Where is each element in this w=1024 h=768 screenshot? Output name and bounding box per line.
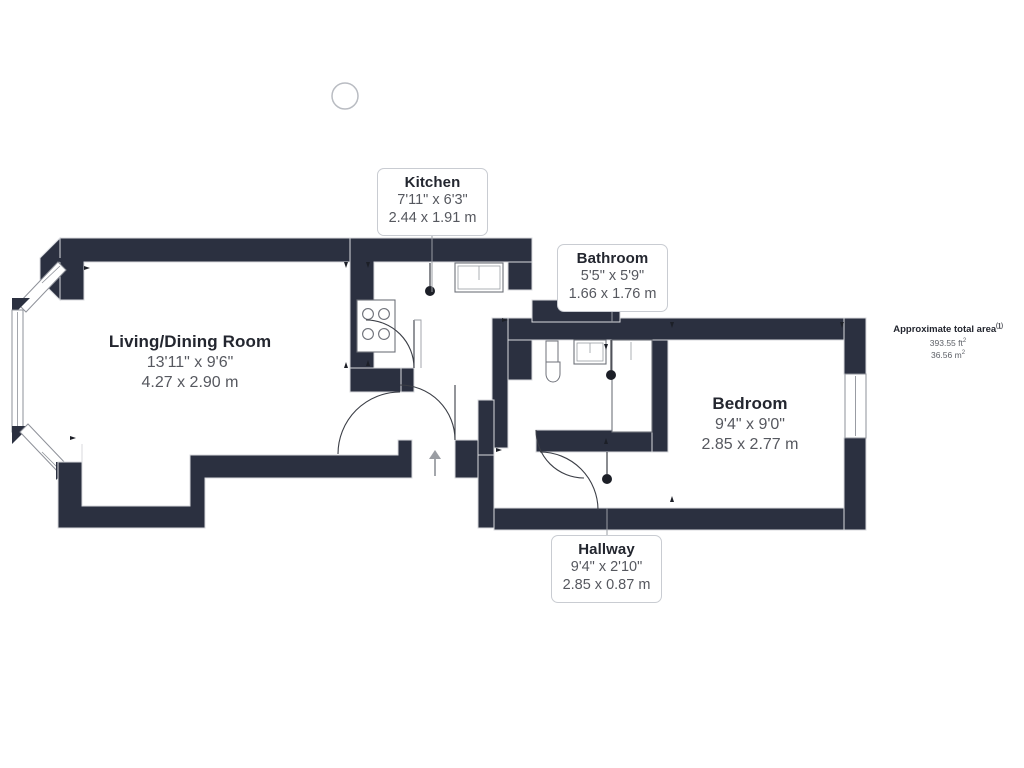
wall-structure (11, 236, 867, 531)
bathroom-label-title: Bathroom (576, 250, 649, 267)
hallway-label-title: Hallway (578, 541, 635, 558)
kitchen-right-wall-upper (507, 261, 533, 291)
bedroom-label-metric: 2.85 x 2.77 m (701, 436, 799, 454)
living-door-swing (337, 391, 401, 455)
living-dining-lower-walls (57, 439, 413, 529)
bedroom-right-wall-upper (843, 317, 867, 375)
hallway-label-metric: 2.85 x 0.87 m (562, 576, 651, 593)
bathroom-ceiling-light-icon (606, 340, 616, 380)
bedroom-label-title: Bedroom (712, 394, 788, 413)
hallway-label-imperial: 9'4" x 2'10" (570, 559, 643, 576)
bay-window-upper (17, 261, 67, 313)
total-area-imperial-unit: 2 (962, 338, 967, 345)
bedroom-label-imperial: 9'4" x 9'0" (715, 415, 785, 433)
kitchen-label-callout: Kitchen 7'11" x 6'3" 2.44 x 1.91 m (377, 168, 488, 236)
fixtures (356, 262, 653, 484)
bedroom-bottom-wall (493, 507, 867, 531)
hallway-label-callout: Hallway 9'4" x 2'10" 2.85 x 0.87 m (551, 535, 662, 603)
dimension-ticks (70, 262, 844, 502)
kitchen-label-imperial: 7'11" x 6'3" (397, 192, 468, 209)
total-area-imperial-value: 393.55 ft (929, 337, 963, 348)
compass-circle-icon (331, 82, 359, 110)
hallway-left-upper-wall (477, 399, 495, 456)
kitchen-sink-icon (454, 262, 504, 293)
kitchen-label-metric: 2.44 x 1.91 m (388, 209, 477, 226)
bathroom-bathtub-icon (611, 339, 653, 433)
kitchen-ceiling-light-icon (425, 263, 435, 296)
bedroom-right-wall-lower (843, 437, 867, 531)
bathroom-label-callout: Bathroom 5'5" x 5'9" 1.66 x 1.76 m (557, 244, 668, 312)
bathroom-basin-icon (573, 339, 607, 365)
living-dining-label-title: Living/Dining Room (108, 332, 272, 351)
bathroom-toilet-icon (545, 340, 561, 383)
bedroom-label: Bedroom 9'4" x 9'0" 2.85 x 2.77 m (675, 393, 825, 456)
kitchen-door-jamb (400, 367, 415, 393)
bay-corner-top (56, 258, 74, 276)
total-area-title: Approximate total area⑴ (884, 322, 1012, 337)
hallway-ceiling-light-icon (602, 452, 612, 484)
total-area-imperial: 393.55 ft2 (884, 337, 1012, 349)
total-area-metric-unit: 2 (961, 350, 966, 357)
hallway-corner-block (454, 439, 479, 479)
bathroom-bottom-wall (535, 429, 669, 453)
bathroom-label-imperial: 5'5" x 5'9" (580, 268, 645, 285)
bathroom-label-metric: 1.66 x 1.76 m (568, 285, 657, 302)
total-area-title-text: Approximate total area (893, 324, 997, 336)
living-dining-walls (59, 237, 351, 301)
living-dining-label: Living/Dining Room 13'11" x 9'6" 4.27 x … (80, 331, 300, 394)
doors (337, 319, 599, 511)
total-area-footnote-marker: ⑴ (996, 323, 1003, 330)
bathroom-door-swing (535, 429, 585, 479)
living-dining-label-metric: 4.27 x 2.90 m (141, 374, 239, 392)
hall-door-swing (399, 384, 456, 441)
kitchen-door-swing (365, 319, 415, 369)
total-area-metric-value: 36.56 m (930, 350, 962, 361)
bedroom-left-wall (651, 339, 669, 453)
living-dining-label-imperial: 13'11" x 9'6" (146, 353, 234, 371)
bedroom-window (844, 373, 867, 439)
total-area-metric: 36.56 m2 (884, 349, 1012, 361)
entrance-arrow-icon (429, 450, 441, 476)
bedroom-door-swing (539, 451, 599, 511)
total-area-block: Approximate total area⑴ 393.55 ft2 36.56… (884, 322, 1012, 362)
kitchen-label-title: Kitchen (404, 174, 461, 191)
bay-window-vertical (11, 309, 24, 433)
